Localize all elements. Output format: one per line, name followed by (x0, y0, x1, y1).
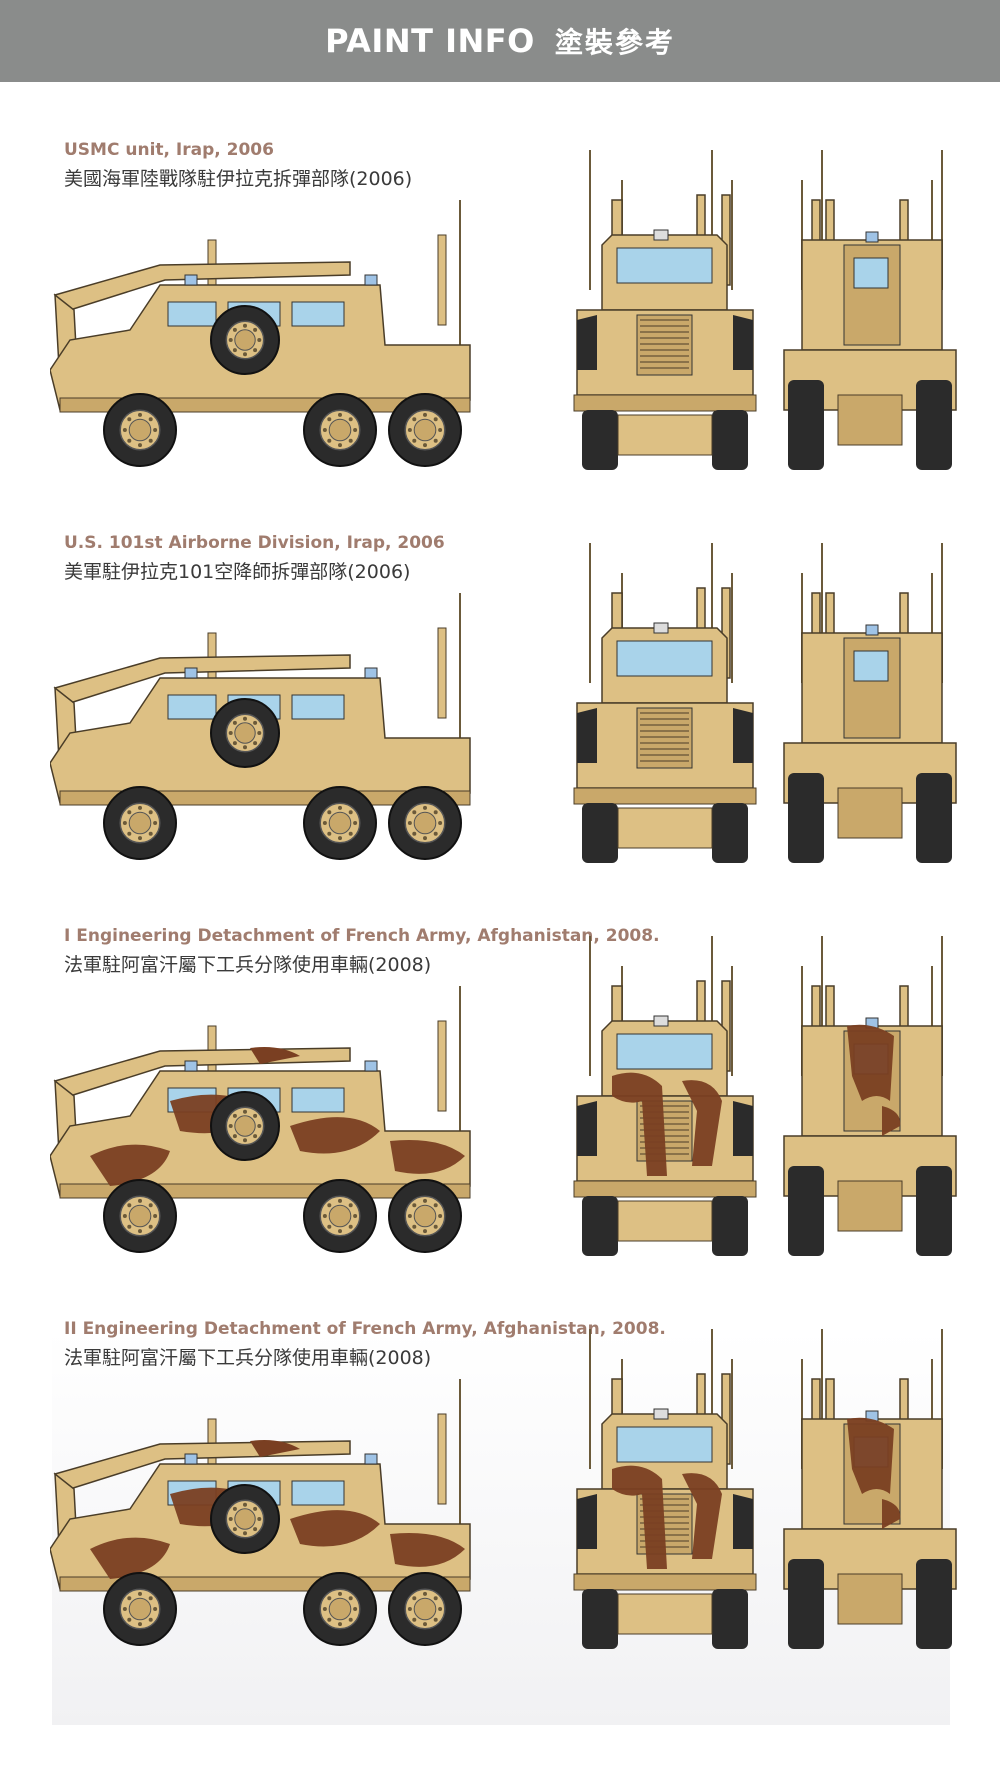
side-view (50, 593, 471, 860)
header-subtitle: 塗裝參考 (554, 26, 675, 59)
scheme-title-en: II Engineering Detachment of French Army… (64, 1319, 666, 1339)
scheme-title-zh: 美國海軍陸戰隊駐伊拉克拆彈部隊(2006) (64, 168, 413, 190)
scheme-3: I Engineering Detachment of French Army,… (0, 926, 1000, 1316)
side-view (50, 986, 471, 1253)
scheme-title-zh: 法軍駐阿富汗屬下工兵分隊使用車輛(2008) (64, 954, 432, 976)
front-view (573, 1329, 757, 1649)
rear-view (783, 543, 957, 863)
scheme-2: U.S. 101st Airborne Division, Irap, 2006… (0, 533, 1000, 923)
rear-view (783, 936, 957, 1256)
scheme-title-en: I Engineering Detachment of French Army,… (64, 926, 660, 946)
scheme-1: USMC unit, Irap, 2006 美國海軍陸戰隊駐伊拉克拆彈部隊(20… (0, 140, 1000, 530)
front-view (573, 936, 757, 1256)
scheme-title-en: USMC unit, Irap, 2006 (64, 140, 274, 160)
rear-view (783, 1329, 957, 1649)
scheme-title-zh: 法軍駐阿富汗屬下工兵分隊使用車輛(2008) (64, 1347, 432, 1369)
front-view (573, 150, 757, 470)
page-header: PAINT INFO 塗裝參考 (0, 0, 1000, 82)
scheme-title-zh: 美軍駐伊拉克101空降師拆彈部隊(2006) (64, 561, 411, 583)
side-view (50, 1379, 471, 1646)
scheme-4: II Engineering Detachment of French Army… (0, 1319, 1000, 1709)
rear-view (783, 150, 957, 470)
side-view (50, 200, 471, 467)
front-view (573, 543, 757, 863)
scheme-title-en: U.S. 101st Airborne Division, Irap, 2006 (64, 533, 445, 553)
header-title: PAINT INFO (325, 22, 535, 60)
